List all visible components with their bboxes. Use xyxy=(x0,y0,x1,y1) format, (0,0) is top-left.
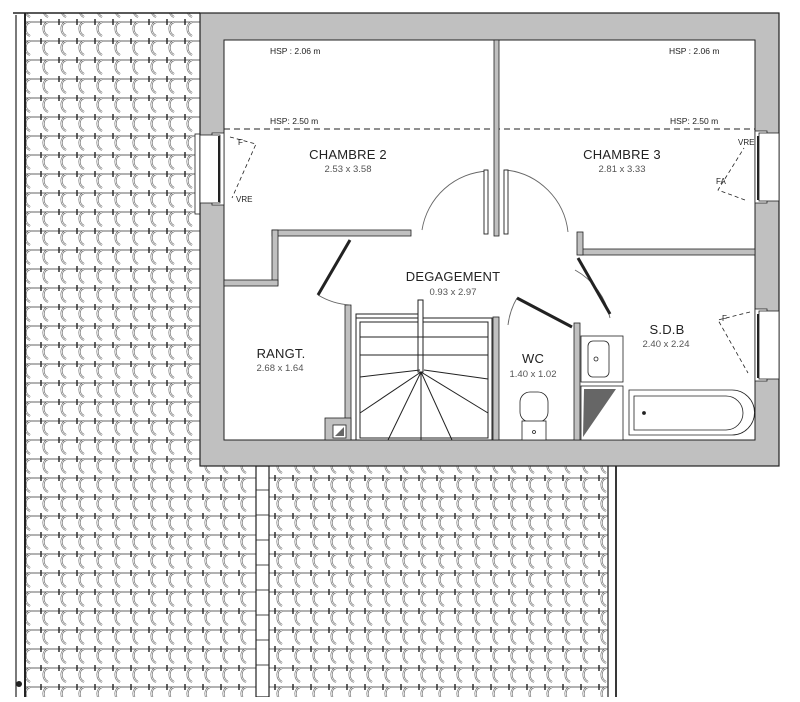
room-dimensions: 2.81 x 3.33 xyxy=(598,164,646,175)
staircase xyxy=(355,299,493,441)
window-tag-sdb-f: F xyxy=(722,314,727,323)
room-dimensions: 2.68 x 1.64 xyxy=(256,363,304,374)
hsp-label-right-low: HSP : 2.06 m xyxy=(669,46,720,56)
room-dimensions: 2.53 x 3.58 xyxy=(324,164,372,175)
hsp-label-left-low: HSP : 2.06 m xyxy=(270,46,321,56)
toilet xyxy=(519,391,549,441)
room-name: CHAMBRE 3 xyxy=(583,147,661,162)
roof-tiles-left xyxy=(13,12,201,697)
room-name: RANGT. xyxy=(256,346,306,361)
shower-tray-icons xyxy=(332,385,624,441)
window-tag-ch3-fa: FA xyxy=(716,177,726,186)
room-dimensions: 0.93 x 2.97 xyxy=(429,287,477,298)
doors xyxy=(316,169,612,329)
hsp-label-left-high: HSP: 2.50 m xyxy=(270,116,319,126)
bathtub xyxy=(628,389,755,436)
room-dimensions: 2.40 x 2.24 xyxy=(642,339,690,350)
hsp-label-right-high: HSP: 2.50 m xyxy=(670,116,719,126)
interior-walls xyxy=(223,39,756,441)
window-tag-ch2-f: F xyxy=(238,138,243,147)
windows xyxy=(199,130,780,382)
room-name: WC xyxy=(521,351,545,366)
window-tag-ch2-vre: VRE xyxy=(236,195,253,204)
roof-tiles-bottom xyxy=(200,465,617,698)
room-name: S.D.B xyxy=(649,322,685,337)
room-dimensions: 1.40 x 1.02 xyxy=(509,369,557,380)
window-tag-ch3-vre: VRE xyxy=(738,138,755,147)
room-name: CHAMBRE 2 xyxy=(309,147,387,162)
sink xyxy=(580,335,624,383)
room-name: DEGAGEMENT xyxy=(405,269,501,284)
exterior-walls xyxy=(199,12,780,467)
